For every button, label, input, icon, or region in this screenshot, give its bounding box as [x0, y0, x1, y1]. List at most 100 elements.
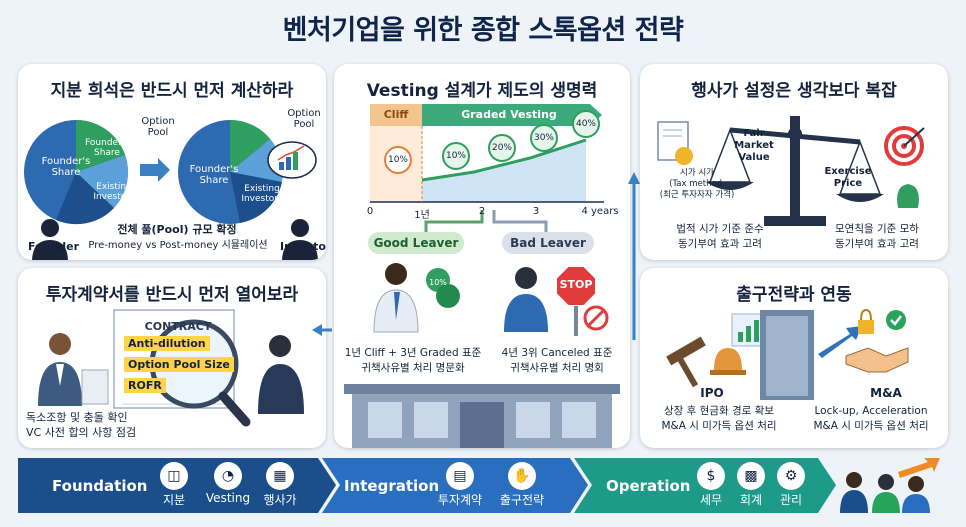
- contract-step: ▤ 투자계약: [434, 462, 486, 508]
- contract-item-rofr: ROFR: [124, 378, 166, 393]
- lock-icon: [858, 308, 874, 334]
- contract-title: CONTRACT: [144, 320, 212, 333]
- founders-share-green-label: Founder's Share: [85, 138, 129, 158]
- handshake-icon: [845, 347, 909, 373]
- cancel-icon: [583, 305, 609, 331]
- coins-icon: [426, 268, 460, 308]
- existing-investors-label-2: Existing Investors: [241, 184, 283, 204]
- panel-contract: 투자계약서를 반드시 먼저 열어보라 CONTRACT Anti-dilutio…: [18, 268, 326, 448]
- pct-label-2: 20%: [491, 143, 512, 153]
- investor-label: Investor: [280, 240, 326, 253]
- founders-share-label: Founder's Share: [41, 156, 91, 178]
- cliff-label: Cliff: [383, 108, 409, 121]
- office-building-icon: [760, 310, 814, 400]
- handshake-icon: ✋: [508, 462, 536, 490]
- graded-band: [422, 104, 602, 126]
- operation-label: Operation: [606, 476, 691, 495]
- dilution-note-2: Pre-money vs Post-money 시뮬레이션: [88, 240, 268, 251]
- exit-illustration: [666, 308, 909, 400]
- graded-label: Graded Vesting: [461, 108, 557, 121]
- leaver-illustration: [373, 263, 609, 336]
- integration-band: Integration ▤ 투자계약 ✋ 출구전략: [322, 458, 572, 513]
- gear-icon: ⚙: [777, 462, 805, 490]
- reviewer-avatar: [258, 335, 304, 414]
- growth-arrow-icon: [818, 326, 862, 358]
- dilution-pies: [24, 120, 318, 260]
- tax-step: $ 세무: [694, 462, 728, 508]
- bad-leaver-badge: Bad Leaver: [502, 232, 594, 254]
- exercise-left-caption-1: 법적 시가 기준 준수: [676, 223, 764, 235]
- cliff-band: [370, 104, 422, 126]
- ma-label: M&A: [870, 386, 902, 400]
- exercise-price-label: Exercise Price: [824, 166, 872, 189]
- existing-investors-label: Existing Investors: [93, 182, 135, 202]
- good-leaver-avatar: [373, 263, 419, 333]
- pct-label-cliff: 10%: [387, 155, 408, 165]
- good-leaver-badge: Good Leaver: [368, 232, 464, 254]
- tick-3: 3: [532, 206, 540, 217]
- gavel-icon: [666, 336, 706, 388]
- tax-note-1: 시가 시가(Tax method,(최근 투자자자 가격): [659, 168, 735, 200]
- stop-sign-icon: [555, 265, 597, 336]
- bell-icon: [710, 348, 746, 375]
- pie-icon: ◔: [214, 462, 242, 490]
- growth-arrow-icon: [898, 458, 940, 478]
- fmv-label: Fair Market Value: [734, 128, 774, 163]
- panel-heading: 투자계약서를 반드시 먼저 열어보라: [45, 285, 299, 305]
- panel-exit: 출구전략과 연동 IPO: [640, 268, 948, 448]
- pct-label-1: 10%: [445, 151, 466, 161]
- contract-item-anti-dilution: Anti-dilution: [124, 336, 210, 351]
- stop-label: STOP: [559, 278, 593, 291]
- accounting-step: ▩ 회계: [734, 462, 768, 508]
- check-icon: [886, 310, 906, 330]
- tick-2: 2: [478, 206, 486, 217]
- ipo-caption-1: 상장 후 현금화 경로 확보: [664, 405, 774, 417]
- exit-step: ✋ 출구전략: [494, 462, 550, 508]
- founders-share-label-2: Founder's Share: [189, 164, 239, 186]
- panel-heading: Vesting 설계가 제도의 생명력: [366, 81, 598, 101]
- tick-4: 4 years: [581, 206, 619, 217]
- org-chart-icon: ◫: [160, 462, 188, 490]
- option-pool-label-2: Option Pool: [287, 108, 321, 130]
- bad-leaver-caption-2: 귀책사유별 처리 명회: [510, 362, 604, 374]
- page-title: 벤처기업을 위한 종합 스톡옵션 전략: [282, 15, 684, 46]
- panel-heading: 출구전략과 연동: [736, 285, 852, 305]
- ipo-caption-2: M&A 시 미가득 옵션 처리: [661, 420, 777, 432]
- pie-after: [178, 120, 283, 224]
- pct-label-4: 40%: [575, 119, 596, 129]
- dilution-note-1: 전체 풀(Pool) 규모 확정: [117, 223, 237, 236]
- growth-chart-icon: [267, 141, 317, 179]
- money-bag-icon: [897, 184, 919, 208]
- management-step: ⚙ 관리: [774, 462, 808, 508]
- founder-avatar: [32, 219, 68, 260]
- operation-band: Operation $ 세무 ▩ 회계 ⚙ 관리: [574, 458, 820, 513]
- foundation-label: Foundation: [52, 476, 148, 495]
- team-avatar: [840, 472, 930, 513]
- pie-before: [24, 120, 129, 225]
- good-leaver-caption-1: 1년 Cliff + 3년 Graded 표준: [344, 347, 482, 359]
- tick-1: 1년: [414, 210, 430, 221]
- vesting-step: ◔ Vesting: [200, 462, 256, 505]
- strike-step: ▦ 행사가: [254, 462, 306, 508]
- panel-exercise-price: 행사가 설정은 생각보다 복잡 Fair Market Value Exerci…: [640, 64, 948, 260]
- exercise-right-caption-2: 동기부여 효과 고려: [835, 238, 919, 250]
- building-illustration: [344, 384, 620, 448]
- exercise-left-caption-2: 동기부여 효과 고려: [678, 238, 762, 250]
- calculator-icon: ▩: [737, 462, 765, 490]
- calendar-icon: ▦: [266, 462, 294, 490]
- equity-step: ◫ 지분: [154, 462, 194, 508]
- panel-vesting: Vesting 설계가 제도의 생명력 Cliff Graded Vesting…: [334, 64, 630, 448]
- panel-dilution: 지분 희석은 반드시 먼저 계산하라: [18, 64, 326, 260]
- integration-label: Integration: [344, 476, 440, 495]
- arrow-right-icon: [140, 158, 170, 182]
- bad-leaver-avatar: [504, 267, 548, 332]
- option-pool-label: Option Pool: [141, 116, 175, 138]
- money-bag-icon: $: [697, 462, 725, 490]
- contract-caption-2: VC 사전 합의 사항 점검: [26, 426, 137, 439]
- ma-caption-2: M&A 시 미가득 옵션 처리: [813, 420, 929, 432]
- foundation-band: Foundation ◫ 지분 ◔ Vesting ▦ 행사가: [18, 458, 318, 513]
- document-icon: [657, 121, 693, 165]
- tick-0: 0: [366, 206, 374, 217]
- bad-leaver-caption-1: 4년 3위 Canceled 표준: [501, 347, 613, 359]
- target-icon: [884, 126, 925, 166]
